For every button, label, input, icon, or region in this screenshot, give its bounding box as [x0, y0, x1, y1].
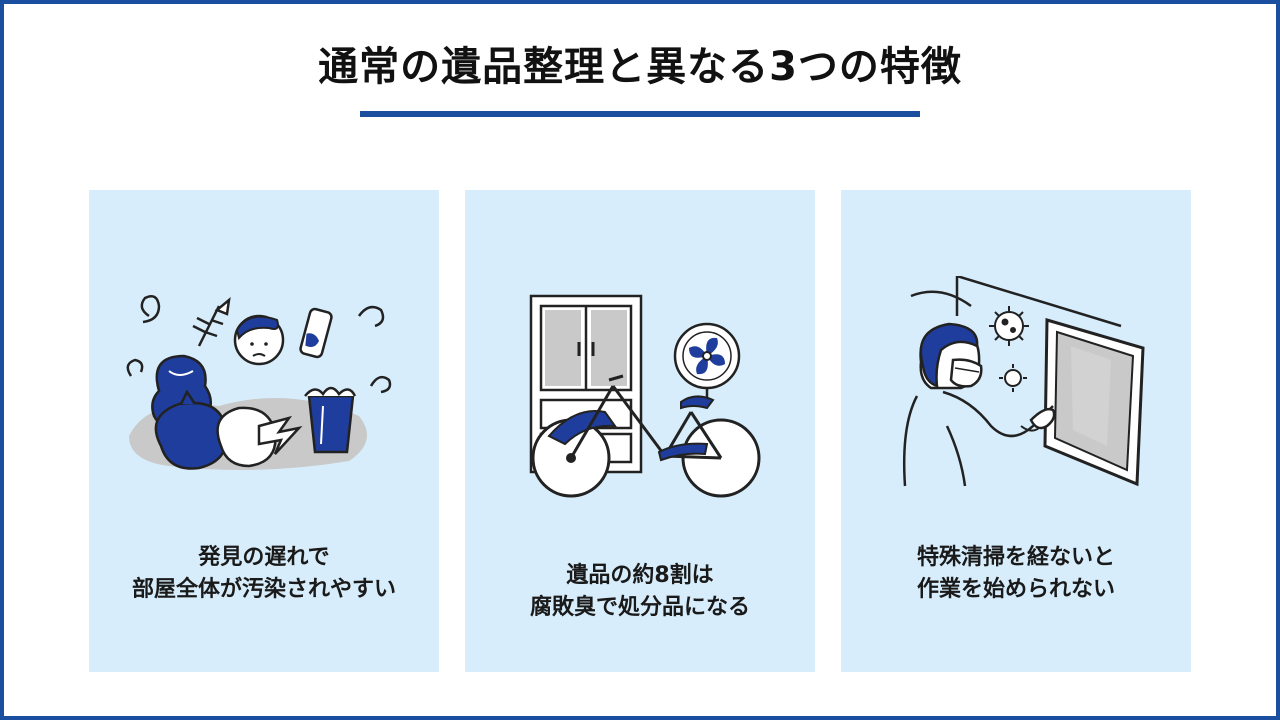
masked-worker-with-window-and-germs-icon: [902, 276, 1145, 487]
page-title: 通常の遺品整理と異なる3つの特徴: [318, 44, 962, 90]
feature-caption: 遺品の約8割は 腐敗臭で処分品になる: [465, 560, 815, 624]
title-underline: [360, 111, 920, 117]
feature-caption: 特殊清掃を経ないと 作業を始められない: [841, 542, 1191, 606]
caption-line-2: 作業を始められない: [916, 577, 1115, 602]
caption-line-2: 部屋全体が汚染されやすい: [131, 577, 396, 602]
caption-line-1: 特殊清掃を経ないと: [916, 545, 1115, 570]
feature-card-contamination: 発見の遅れで 部屋全体が汚染されやすい: [89, 190, 439, 672]
cabinet-fan-bicycle-icon: [529, 294, 761, 498]
feature-card-special-cleaning: 特殊清掃を経ないと 作業を始められない: [841, 190, 1191, 672]
caption-line-2: 腐敗臭で処分品になる: [529, 595, 750, 620]
caption-line-1: 発見の遅れで: [198, 545, 330, 570]
messy-room-with-garbage-bags-icon: [126, 295, 392, 470]
feature-card-disposal: 遺品の約8割は 腐敗臭で処分品になる: [465, 190, 815, 672]
caption-line-1: 遺品の約8割は: [566, 563, 714, 588]
feature-caption: 発見の遅れで 部屋全体が汚染されやすい: [89, 542, 439, 606]
